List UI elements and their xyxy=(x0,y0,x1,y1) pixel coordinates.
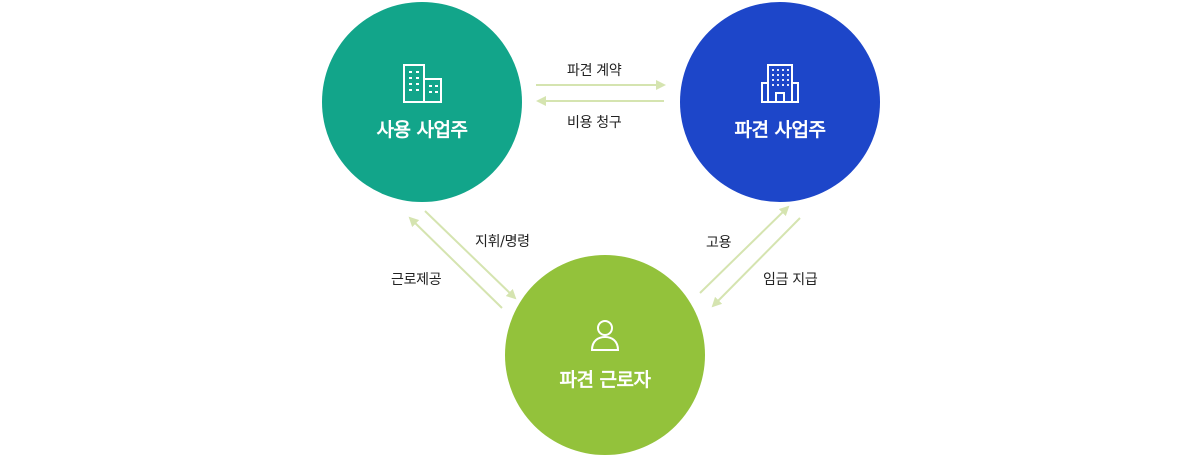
arrow-employment xyxy=(699,205,790,294)
node-label: 파견 사업주 xyxy=(734,118,826,141)
node-label: 파견 근로자 xyxy=(559,368,651,391)
edge-label-dispatch-contract: 파견 계약 xyxy=(567,63,622,79)
edge-label-labor-supply: 근로제공 xyxy=(391,272,442,288)
node-dispatch-employer: 파견 사업주 xyxy=(680,2,880,202)
edge-label-fee-request: 비용 청구 xyxy=(567,115,622,131)
office-building-icon xyxy=(760,63,800,103)
buildings-icon xyxy=(401,63,443,103)
arrow-labor-supply xyxy=(408,216,503,309)
edge-label-employment: 고용 xyxy=(706,235,732,251)
node-label: 사용 사업주 xyxy=(376,118,468,141)
node-user-employer: 사용 사업주 xyxy=(322,2,522,202)
person-icon xyxy=(590,319,620,351)
arrow-wage-payment xyxy=(711,217,801,308)
arrow-direction-order xyxy=(424,210,517,300)
edge-label-wage-payment: 임금 지급 xyxy=(763,272,818,288)
edge-label-direction-order: 지휘/명령 xyxy=(475,234,530,250)
node-dispatched-worker: 파견 근로자 xyxy=(505,255,705,455)
